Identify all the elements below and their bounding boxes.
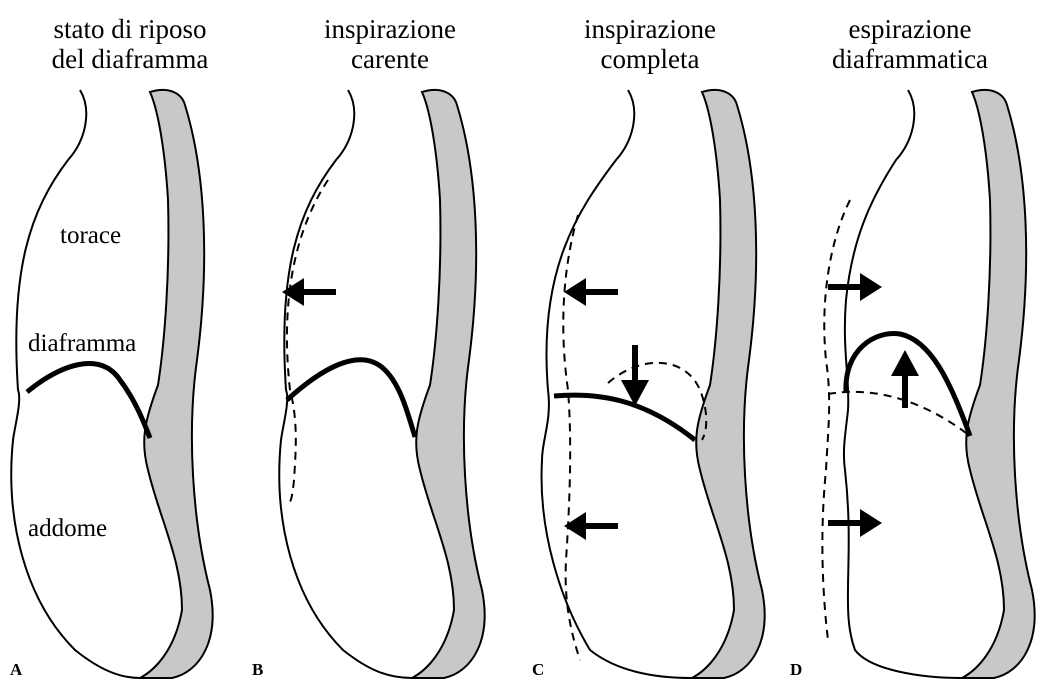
arrow-left-icon bbox=[564, 278, 618, 306]
spine-wall bbox=[412, 90, 485, 678]
arrow-up-icon bbox=[891, 350, 919, 408]
panel-c: inspirazione completa C bbox=[520, 0, 780, 686]
torso-diagram bbox=[520, 0, 780, 686]
panel-b: inspirazione carente B bbox=[260, 0, 520, 686]
diaphragm-line bbox=[27, 363, 150, 438]
dashed-chest-outline bbox=[563, 215, 580, 660]
label-addome: addome bbox=[28, 515, 107, 543]
spine-wall bbox=[140, 90, 213, 678]
arrow-right-icon bbox=[828, 509, 882, 537]
panel-d: espirazione diaframmatica D bbox=[780, 0, 1040, 686]
body-outline bbox=[279, 90, 412, 678]
panel-letter: B bbox=[252, 660, 263, 680]
label-torace: torace bbox=[60, 222, 121, 250]
torso-diagram bbox=[260, 0, 520, 686]
body-outline bbox=[542, 90, 692, 678]
dashed-chest-outline bbox=[287, 180, 328, 502]
panel-a: stato di riposo del diaframma torace dia… bbox=[0, 0, 260, 686]
panel-letter: A bbox=[10, 660, 22, 680]
torso-diagram bbox=[780, 0, 1040, 686]
panel-letter: C bbox=[532, 660, 544, 680]
spine-wall bbox=[962, 90, 1035, 678]
label-diaframma: diaframma bbox=[28, 330, 136, 358]
arrow-left-icon bbox=[564, 512, 618, 540]
arrow-right-icon bbox=[828, 273, 882, 301]
diaphragm-line bbox=[554, 395, 695, 440]
spine-wall bbox=[692, 90, 765, 678]
diaphragm-line bbox=[287, 360, 415, 437]
dashed-chest-outline bbox=[822, 200, 850, 640]
arrow-down-icon bbox=[621, 345, 649, 406]
dashed-previous-diaphragm bbox=[828, 392, 970, 436]
panel-letter: D bbox=[790, 660, 802, 680]
arrow-left-icon bbox=[282, 278, 336, 306]
